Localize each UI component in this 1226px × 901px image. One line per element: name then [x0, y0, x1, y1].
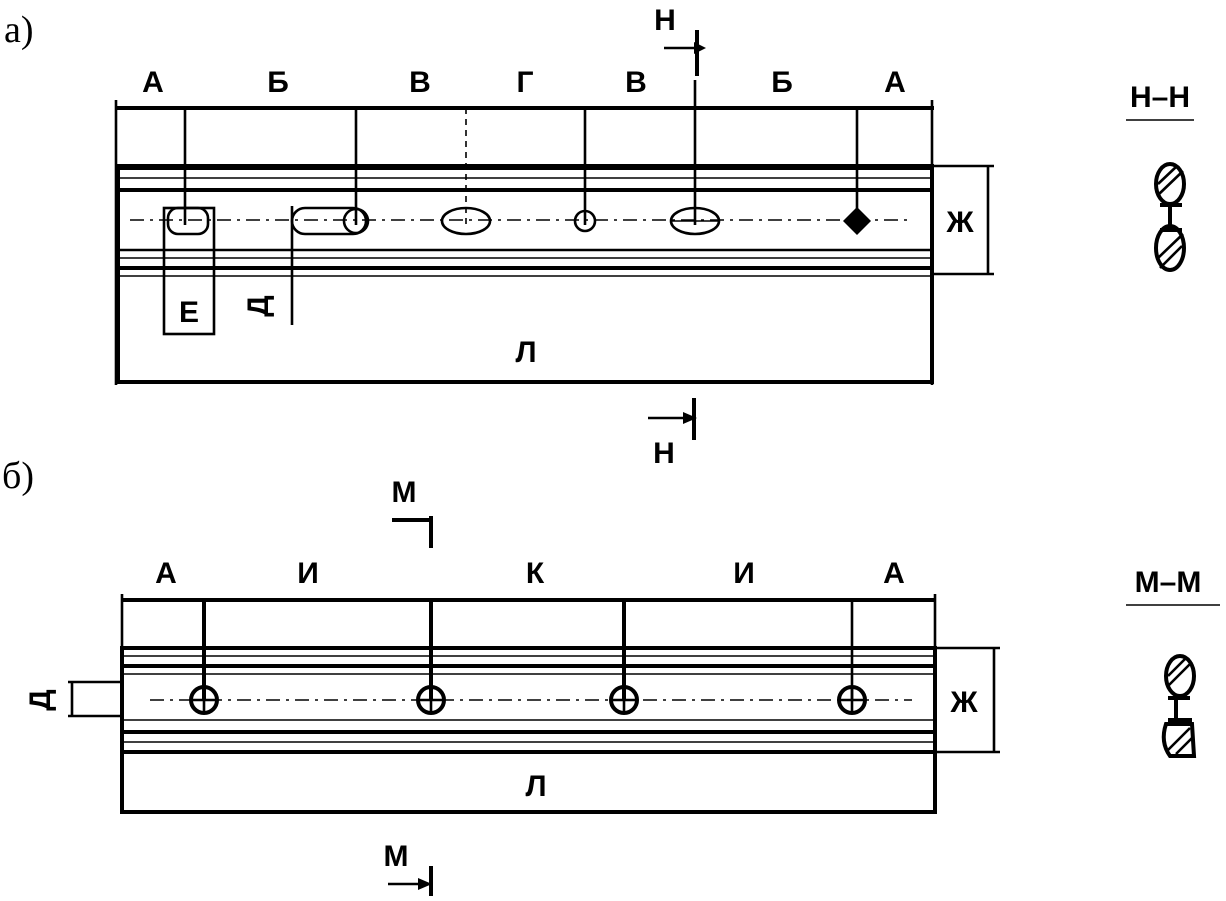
view-b: б) А И К И А	[2, 455, 1220, 896]
view-a-section-title: Н–Н	[1130, 81, 1190, 114]
view-b-dim-top-3: К	[526, 557, 545, 590]
view-a-dim-top-3: В	[409, 66, 431, 99]
view-a-label: а)	[4, 9, 34, 51]
view-a-hole-3	[440, 206, 492, 236]
view-a-hole-1	[166, 206, 210, 236]
view-a-hole-6	[843, 207, 871, 235]
view-a-dim-top-1: А	[142, 66, 164, 99]
view-a-hole-4	[573, 209, 597, 233]
view-b-hole-3	[609, 685, 639, 715]
view-a-dim-top-6: Б	[771, 66, 793, 99]
view-a-dim-l: Л	[515, 336, 536, 369]
view-a-dim-d: Д	[242, 295, 275, 316]
view-a-dim-zh: Ж	[945, 206, 974, 239]
view-b-cut-top-label: М	[392, 476, 417, 509]
view-a-section-profile	[1154, 162, 1186, 272]
view-b-hole-4	[837, 685, 867, 715]
view-b-section-title: М–М	[1135, 566, 1202, 599]
view-a-cut-top-arrow	[694, 42, 706, 54]
view-a-dim-e-box	[162, 206, 216, 336]
view-b-dim-top-5: А	[883, 557, 905, 590]
view-b-dim-top-1: А	[155, 557, 177, 590]
view-a-cut-bottom-label: Н	[653, 437, 675, 470]
view-a-dim-top-5: В	[625, 66, 647, 99]
view-b-section-profile	[1161, 654, 1197, 758]
view-b-dim-zh: Ж	[949, 686, 978, 719]
view-b-hole-2	[416, 685, 446, 715]
view-a-dim-top-2: Б	[267, 66, 289, 99]
view-b-dim-l: Л	[525, 770, 546, 803]
view-b-dim-top-4: И	[733, 557, 755, 590]
view-b-dim-top-2: И	[297, 557, 319, 590]
view-a: а) А Б В Г В Б А	[4, 4, 1194, 470]
view-a-cut-bottom-arrow	[683, 412, 697, 424]
view-a-dim-top-7: А	[884, 66, 906, 99]
view-a-cut-top-label: Н	[654, 4, 676, 37]
view-b-cut-bottom-label: М	[384, 840, 409, 873]
view-a-dim-e: Е	[179, 296, 199, 329]
view-b-label: б)	[2, 455, 34, 497]
view-b-dim-d: Д	[24, 689, 57, 710]
view-a-dim-top-4: Г	[516, 66, 533, 99]
view-b-cut-bottom-arrow	[418, 878, 432, 890]
view-b-hole-1	[189, 685, 219, 715]
